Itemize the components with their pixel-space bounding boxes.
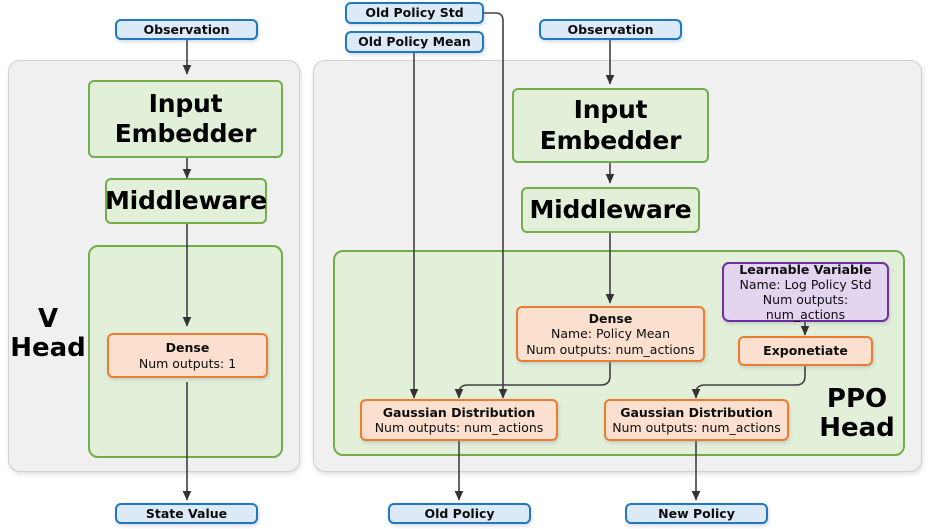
ppo-input-embedder-block[interactable]: Input Embedder <box>512 88 709 163</box>
gaussian-new-num-outputs: Num outputs: num_actions <box>612 420 781 435</box>
learnable-variable-title: Learnable Variable <box>739 261 872 277</box>
input-observation-ppo[interactable]: Observation <box>539 19 682 40</box>
ppo-head-title-line2: Head <box>819 413 895 444</box>
ppo-input-embedder-label: Input Embedder <box>539 95 682 155</box>
ppo-middleware-block[interactable]: Middleware <box>521 187 700 233</box>
input-observation-v-label: Observation <box>143 21 230 37</box>
input-observation-ppo-label: Observation <box>567 21 654 37</box>
v-dense-title: Dense <box>165 340 210 356</box>
v-input-embedder-label: Input Embedder <box>114 88 257 149</box>
learnable-variable-num-outputs: Num outputs: num_actions <box>762 292 849 323</box>
gaussian-new-title: Gaussian Distribution <box>620 404 773 420</box>
input-observation-v[interactable]: Observation <box>115 19 258 40</box>
output-new-policy-label: New Policy <box>658 505 735 521</box>
ppo-dense-num-outputs: Num outputs: num_actions <box>526 341 695 357</box>
v-dense-num-outputs: Num outputs: 1 <box>138 355 237 371</box>
input-old-policy-std[interactable]: Old Policy Std <box>345 2 484 24</box>
ppo-head-title: PPO Head <box>812 384 902 444</box>
output-state-value-label: State Value <box>145 505 228 521</box>
output-state-value[interactable]: State Value <box>115 503 258 524</box>
learnable-variable-block[interactable]: Learnable Variable Name: Log Policy Std … <box>722 262 889 322</box>
output-new-policy[interactable]: New Policy <box>625 503 768 524</box>
ppo-head-title-line1: PPO <box>826 384 888 414</box>
output-old-policy-label: Old Policy <box>424 505 495 521</box>
v-head-title: V Head <box>10 304 86 364</box>
output-old-policy[interactable]: Old Policy <box>388 503 531 524</box>
ppo-dense-name: Name: Policy Mean <box>550 326 671 342</box>
ppo-middleware-label: Middleware <box>529 194 692 224</box>
v-input-embedder-block[interactable]: Input Embedder <box>88 80 283 158</box>
exponentiate-block[interactable]: Exponetiate <box>738 336 873 366</box>
v-middleware-block[interactable]: Middleware <box>105 178 267 224</box>
input-old-policy-mean[interactable]: Old Policy Mean <box>345 31 484 53</box>
gaussian-distribution-new-block[interactable]: Gaussian Distribution Num outputs: num_a… <box>604 399 789 441</box>
learnable-variable-name: Name: Log Policy Std <box>739 276 872 292</box>
v-dense-block[interactable]: Dense Num outputs: 1 <box>107 333 268 378</box>
ppo-dense-title: Dense <box>588 311 633 327</box>
ppo-dense-policy-mean-block[interactable]: Dense Name: Policy Mean Num outputs: num… <box>516 306 705 362</box>
input-old-policy-mean-label: Old Policy Mean <box>358 34 471 50</box>
v-head-title-line1: V <box>37 304 59 334</box>
v-head-title-line2: Head <box>10 333 86 364</box>
gaussian-old-title: Gaussian Distribution <box>382 404 536 420</box>
gaussian-old-num-outputs: Num outputs: num_actions <box>374 420 544 435</box>
v-middleware-label: Middleware <box>105 185 268 215</box>
gaussian-distribution-old-block[interactable]: Gaussian Distribution Num outputs: num_a… <box>360 399 558 441</box>
input-old-policy-std-label: Old Policy Std <box>365 5 464 21</box>
exponentiate-label: Exponetiate <box>763 343 848 359</box>
